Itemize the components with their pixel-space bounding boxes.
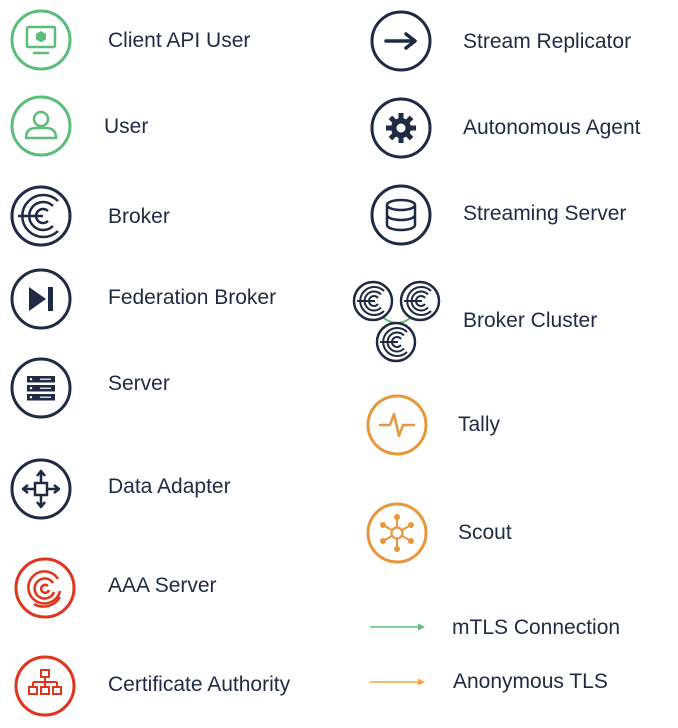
certificate-authority-icon [14,655,76,717]
broker-cluster-icon [352,280,441,363]
data-adapter-label: Data Adapter [108,475,231,498]
mtls-connection-arrow-icon [370,623,425,631]
stream-replicator-label: Stream Replicator [463,30,632,53]
tally-label: Tally [458,413,501,436]
mtls-connection-label: mTLS Connection [452,616,621,639]
federation-broker-icon [10,268,72,330]
autonomous-agent-icon [370,97,432,159]
server-icon [10,357,72,419]
broker-cluster-label: Broker Cluster [463,309,598,332]
federation-broker-label: Federation Broker [108,286,277,309]
anonymous-tls-label: Anonymous TLS [453,670,608,693]
aaa-server-label: AAA Server [108,574,217,597]
scout-label: Scout [458,521,512,544]
streaming-server-icon [370,184,432,246]
server-label: Server [108,372,170,395]
certificate-authority-label: Certificate Authority [108,673,291,696]
aaa-server-icon [14,557,76,619]
anonymous-tls-arrow-icon [370,678,425,686]
data-adapter-icon [10,458,72,520]
autonomous-agent-label: Autonomous Agent [463,116,641,139]
stream-replicator-icon [370,10,432,72]
scout-icon [366,502,428,564]
user-label: User [104,115,149,138]
user-icon [10,95,72,157]
client-api-user-icon [10,9,72,71]
client-api-user-label: Client API User [108,29,251,52]
streaming-server-label: Streaming Server [463,202,627,225]
broker-label: Broker [108,205,170,228]
broker-icon [10,185,72,247]
tally-icon [366,394,428,456]
